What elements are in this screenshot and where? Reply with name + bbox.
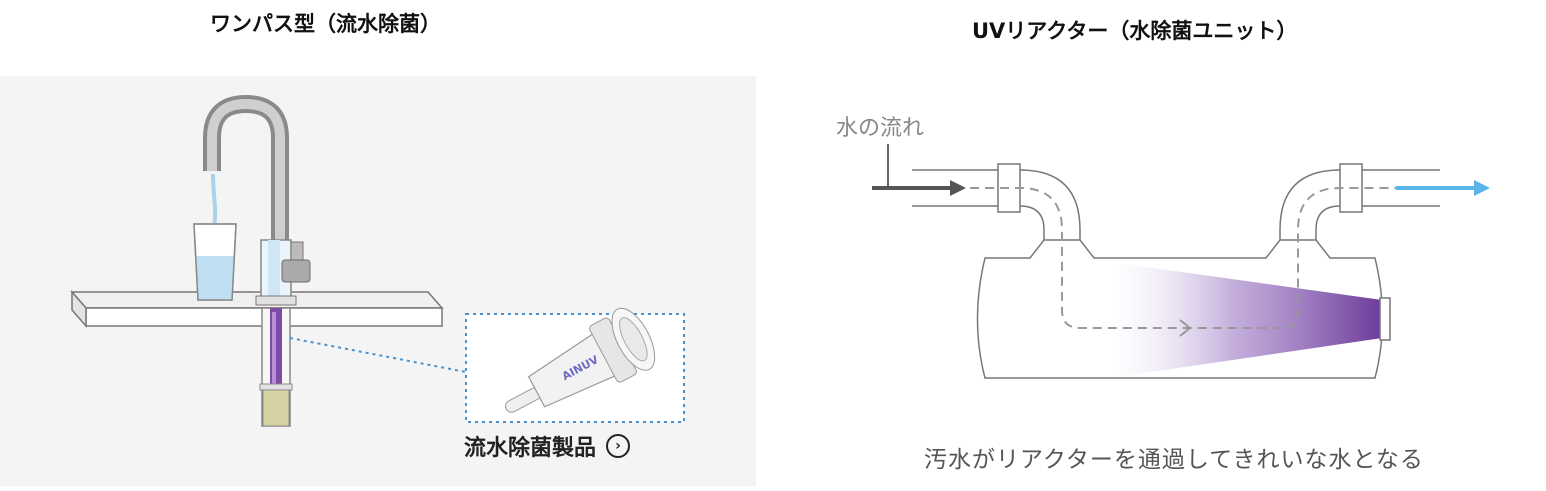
circle-chevron-right-icon: › bbox=[606, 434, 631, 458]
outlet-pipe bbox=[1279, 169, 1440, 240]
uv-reactor-illustration bbox=[872, 144, 1490, 379]
inflow-arrow-icon bbox=[872, 180, 966, 196]
callout-line bbox=[289, 337, 467, 373]
right-diagram-title: UVリアクター（水除菌ユニット） bbox=[972, 19, 1298, 43]
drinking-glass bbox=[193, 223, 237, 301]
water-flow-path bbox=[940, 187, 1400, 329]
product-link[interactable]: 流水除菌製品 › bbox=[464, 430, 631, 462]
product-caption-label: 流水除菌製品 bbox=[464, 436, 597, 461]
under-sink-uv-unit bbox=[259, 307, 293, 427]
left-diagram-title: ワンパス型（流水除菌） bbox=[210, 12, 441, 36]
outflow-arrow-icon bbox=[1396, 180, 1490, 196]
faucet bbox=[203, 94, 311, 306]
uv-lamp bbox=[1379, 297, 1391, 341]
inlet-pipe bbox=[912, 169, 1081, 240]
reactor-caption: 汚水がリアクターを通過してきれいな水となる bbox=[924, 447, 1424, 473]
uv-light-beam bbox=[1110, 262, 1382, 378]
faucet-illustration: AINUV bbox=[70, 94, 685, 427]
uv-product-cartridge: AINUV bbox=[505, 307, 656, 413]
flow-direction-chevron bbox=[1179, 319, 1192, 337]
water-flow-label: 水の流れ bbox=[836, 116, 925, 141]
